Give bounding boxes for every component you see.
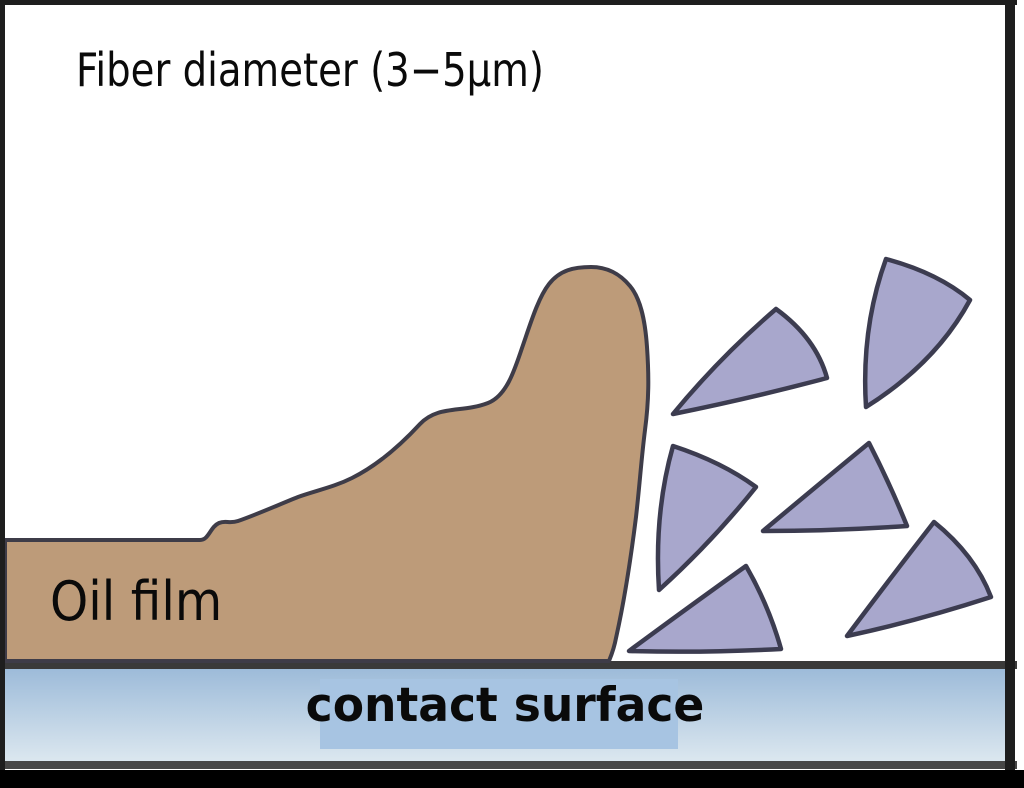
fiber-fragment-5	[626, 563, 784, 654]
frame-bottom-strip	[0, 770, 1024, 788]
fiber-fragment-3	[655, 443, 759, 593]
surface-line	[0, 661, 1017, 669]
fiber-fragment-6	[844, 519, 994, 639]
frame-border-left	[0, 0, 5, 772]
frame-border-top	[0, 0, 1017, 5]
contact-surface-label-highlight	[320, 679, 678, 749]
frame-border-right	[1005, 0, 1015, 772]
fiber-fragment-1	[670, 306, 830, 417]
oil-film-label: Oil film	[50, 570, 223, 633]
bar-bottom-line	[0, 761, 1017, 769]
fiber-fragments-group	[626, 256, 994, 654]
fiber-diameter-label: Fiber diameter (3−5μm)	[76, 43, 544, 97]
fiber-fragment-2	[862, 256, 973, 410]
oil-film-shape	[3, 265, 651, 663]
fiber-fragment-4	[760, 440, 910, 534]
contact-surface-label: contact surface	[305, 678, 705, 733]
